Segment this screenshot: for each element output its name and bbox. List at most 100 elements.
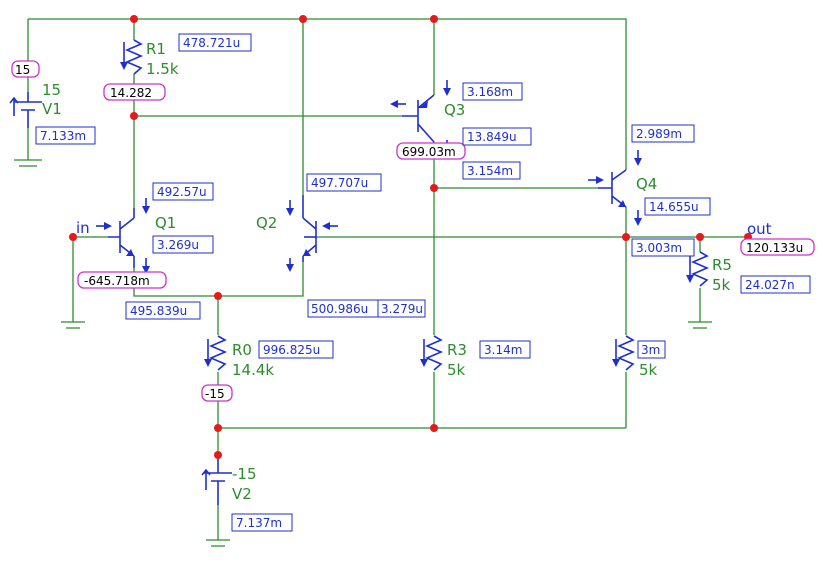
svg-text:-645.718m: -645.718m (84, 274, 150, 288)
current-label: 14.655u (644, 197, 711, 216)
svg-text:478.721u: 478.721u (183, 36, 240, 50)
svg-text:14.655u: 14.655u (649, 200, 699, 214)
resistor-r0[interactable] (204, 335, 228, 371)
r3-name: R3 (447, 341, 467, 359)
v2-name: V2 (232, 485, 252, 503)
svg-text:-15: -15 (205, 387, 225, 401)
transistor-q4[interactable] (588, 150, 642, 226)
svg-text:14.282: 14.282 (110, 86, 152, 100)
resistor-r4[interactable] (612, 335, 636, 371)
svg-text:495.839u: 495.839u (130, 304, 187, 318)
svg-text:3m: 3m (641, 343, 660, 357)
ground-input (61, 321, 85, 329)
r1-name: R1 (146, 40, 166, 58)
svg-text:13.849u: 13.849u (467, 130, 517, 144)
svg-text:24.027n: 24.027n (745, 278, 795, 292)
transistor-q2[interactable] (286, 195, 338, 272)
q2-name: Q2 (256, 214, 277, 232)
current-label: 3m (637, 340, 666, 359)
current-label: 3.003m (631, 238, 695, 257)
q3-name: Q3 (444, 101, 465, 119)
resistor-r3[interactable] (420, 335, 444, 371)
voltage-labels: 15 14.282 699.03m -645.718m -15 120.133u (11, 60, 815, 402)
voltage-label: 14.282 (103, 83, 166, 101)
node-dot (622, 233, 630, 241)
current-label: 24.027n (740, 275, 811, 294)
node-dot (130, 112, 138, 120)
node-dot (430, 15, 438, 23)
current-label: 3.154m (462, 161, 521, 180)
r1-value: 1.5k (146, 60, 179, 78)
svg-text:2.989m: 2.989m (636, 127, 682, 141)
resistor-r1[interactable] (120, 39, 144, 75)
svg-text:3.154m: 3.154m (467, 164, 513, 178)
voltage-label: 120.133u (740, 238, 815, 256)
v1-value: 15 (42, 81, 61, 99)
svg-text:120.133u: 120.133u (746, 241, 803, 255)
current-label: 500.986u (307, 299, 379, 318)
voltage-label: -645.718m (77, 271, 167, 289)
node-dot (430, 184, 438, 192)
node-dot (299, 15, 307, 23)
current-label: 3.14m (479, 340, 531, 359)
net-in-label: in (76, 219, 90, 237)
vcc-rail (28, 18, 627, 170)
node-dot (696, 233, 704, 241)
svg-text:3.269u: 3.269u (157, 238, 199, 252)
component-labels: R1 1.5k 15 V1 Q3 Q4 Q1 Q2 in out R5 5k R… (42, 40, 772, 503)
resistor-r5[interactable] (686, 251, 710, 287)
net-out-label: out (747, 220, 772, 238)
ground-r5 (688, 321, 712, 329)
svg-text:3.003m: 3.003m (636, 241, 682, 255)
transistor-q1[interactable] (96, 198, 150, 274)
current-label: 492.57u (152, 182, 214, 201)
r5-value: 5k (712, 276, 731, 294)
wires (27, 18, 748, 540)
current-label: 7.133m (35, 126, 96, 145)
svg-text:3.168m: 3.168m (467, 85, 513, 99)
node-dot (214, 292, 222, 300)
node-dot (430, 424, 438, 432)
r0-name: R0 (232, 341, 252, 359)
current-label: 2.989m (631, 124, 695, 143)
current-label: 3.168m (462, 82, 523, 101)
svg-text:492.57u: 492.57u (157, 185, 207, 199)
battery-v1[interactable] (9, 92, 42, 128)
svg-text:3.279u: 3.279u (381, 302, 423, 316)
q1-name: Q1 (155, 214, 176, 232)
svg-text:996.825u: 996.825u (263, 343, 320, 357)
voltage-label: 15 (11, 60, 40, 78)
r4-value: 5k (639, 361, 658, 379)
svg-text:15: 15 (15, 63, 30, 77)
ground-v2 (206, 539, 230, 547)
node-dot (214, 424, 222, 432)
current-label: 996.825u (258, 340, 334, 359)
v2-value: -15 (232, 465, 257, 483)
current-label: 495.839u (125, 301, 201, 320)
node-dot (214, 451, 222, 459)
current-label: 478.721u (178, 33, 252, 52)
node-dot (69, 233, 77, 241)
node-dot (130, 15, 138, 23)
current-label: 497.707u (306, 173, 382, 192)
svg-text:500.986u: 500.986u (311, 302, 368, 316)
v1-name: V1 (42, 100, 62, 118)
svg-text:699.03m: 699.03m (402, 145, 456, 159)
battery-v2[interactable] (201, 455, 232, 505)
svg-text:497.707u: 497.707u (311, 176, 368, 190)
current-label: 3.269u (152, 235, 214, 254)
voltage-label: 699.03m (396, 142, 466, 160)
r3-value: 5k (447, 361, 466, 379)
voltage-label: -15 (201, 384, 233, 402)
junction-dots (69, 15, 752, 459)
svg-text:7.133m: 7.133m (40, 129, 86, 143)
svg-text:3.14m: 3.14m (484, 343, 522, 357)
current-label: 3.279u (377, 299, 426, 318)
r0-value: 14.4k (232, 361, 274, 379)
ground-v1 (14, 159, 42, 167)
current-label: 7.137m (231, 513, 293, 532)
current-label: 13.849u (462, 127, 532, 146)
r5-name: R5 (712, 256, 732, 274)
current-labels: 478.721u 7.133m 3.168m 13.849u 3.154m 2.… (35, 33, 811, 532)
